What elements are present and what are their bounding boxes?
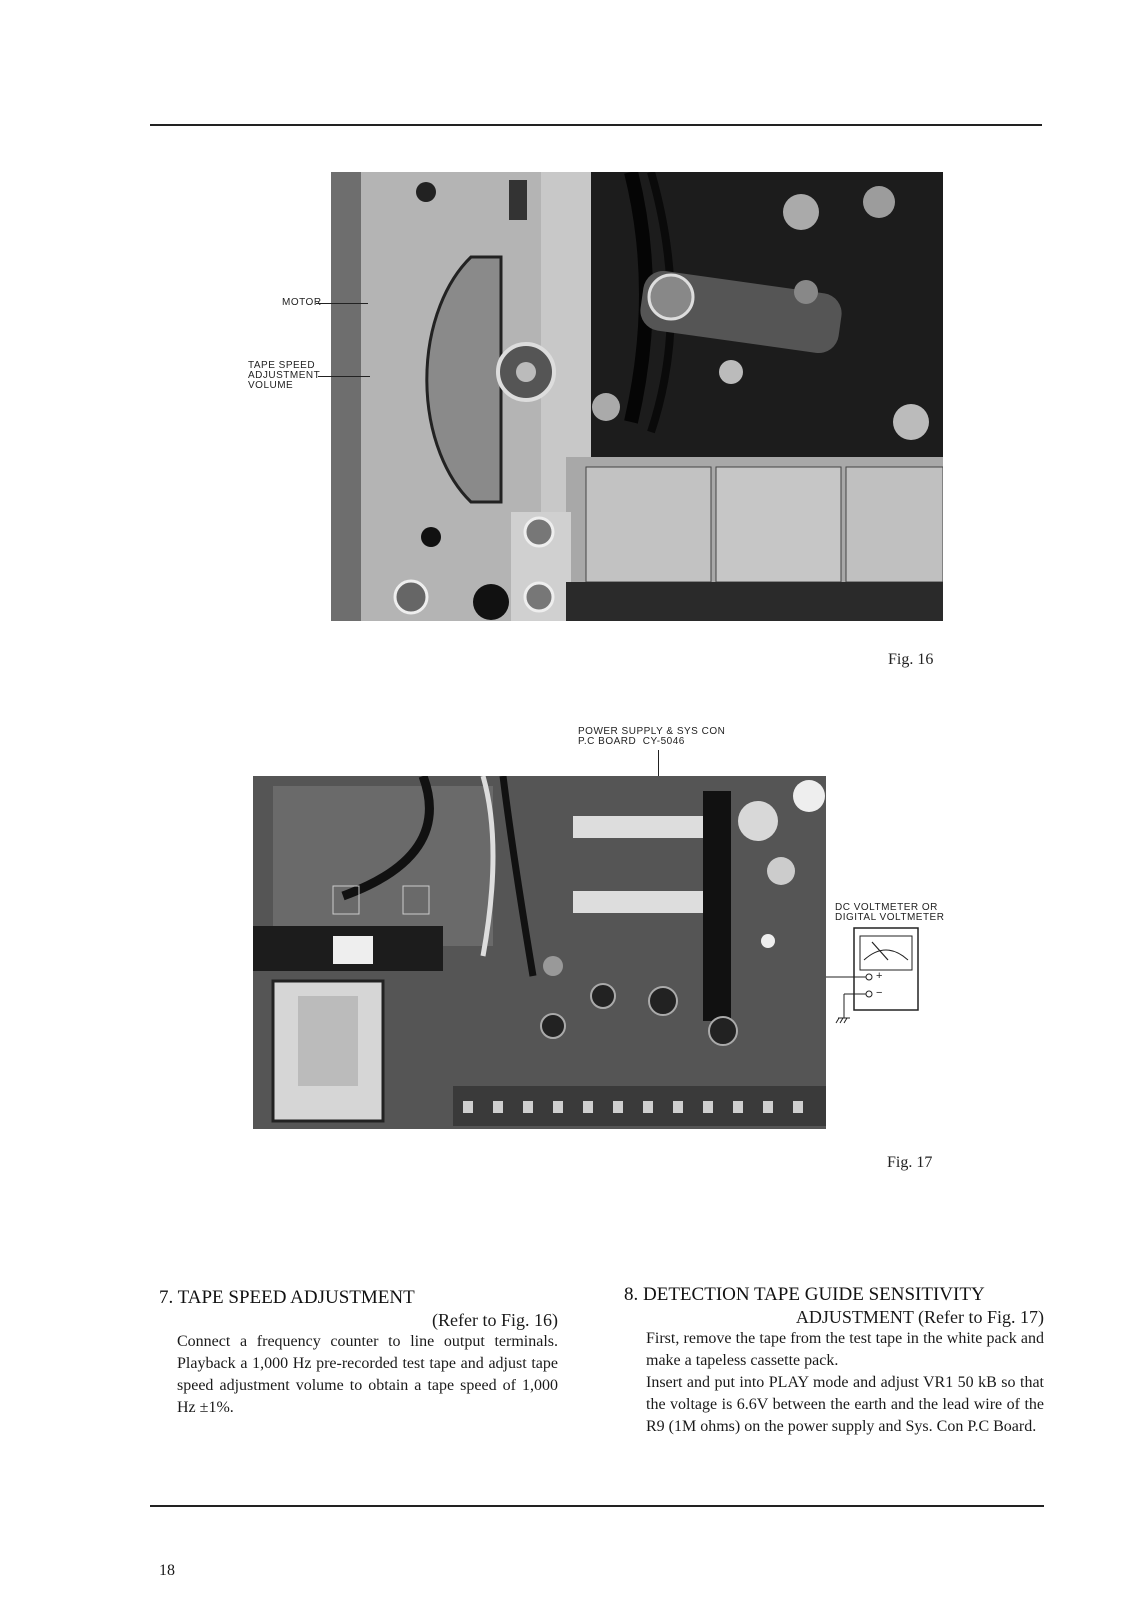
figure-16-caption: Fig. 16 bbox=[888, 651, 934, 668]
section-8-paragraph-1: First, remove the tape from the test tap… bbox=[646, 1330, 1044, 1369]
section-7-heading: 7. TAPE SPEED ADJUSTMENT bbox=[159, 1287, 415, 1308]
voltmeter-diagram: + − bbox=[826, 924, 926, 1034]
figure-17-photo bbox=[253, 776, 826, 1129]
figure-16-photo bbox=[331, 172, 943, 621]
section-7-subheading: (Refer to Fig. 16) bbox=[432, 1310, 558, 1330]
tape-speed-volume-label: TAPE SPEED ADJUSTMENT VOLUME bbox=[248, 360, 321, 391]
section-detection-tape-guide: 8. DETECTION TAPE GUIDE SENSITIVITY ADJU… bbox=[624, 1284, 1044, 1438]
motor-label: MOTOR bbox=[282, 297, 322, 308]
top-rule bbox=[150, 124, 1042, 126]
figure-17-caption: Fig. 17 bbox=[887, 1154, 933, 1171]
section-8-subheading: ADJUSTMENT (Refer to Fig. 17) bbox=[795, 1307, 1044, 1327]
page-number: 18 bbox=[159, 1562, 175, 1579]
power-supply-board-label: POWER SUPPLY & SYS CON P.C BOARD CY-5046 bbox=[578, 726, 726, 747]
motor-leader-line bbox=[316, 303, 368, 304]
section-tape-speed-adjustment: 7. TAPE SPEED ADJUSTMENT (Refer to Fig. … bbox=[159, 1287, 558, 1419]
tape-speed-leader-line bbox=[318, 376, 370, 377]
board-leader-line bbox=[658, 750, 659, 794]
section-8-paragraph-2: Insert and put into PLAY mode and adjust… bbox=[646, 1374, 1044, 1435]
section-7-body: Connect a frequency counter to line outp… bbox=[177, 1333, 558, 1416]
plus-terminal-label: + bbox=[876, 970, 883, 982]
voltmeter-label: DC VOLTMETER OR DIGITAL VOLTMETER bbox=[835, 902, 945, 923]
minus-terminal-label: − bbox=[876, 987, 883, 999]
section-8-heading: 8. DETECTION TAPE GUIDE SENSITIVITY bbox=[624, 1284, 985, 1305]
bottom-rule bbox=[150, 1505, 1044, 1507]
